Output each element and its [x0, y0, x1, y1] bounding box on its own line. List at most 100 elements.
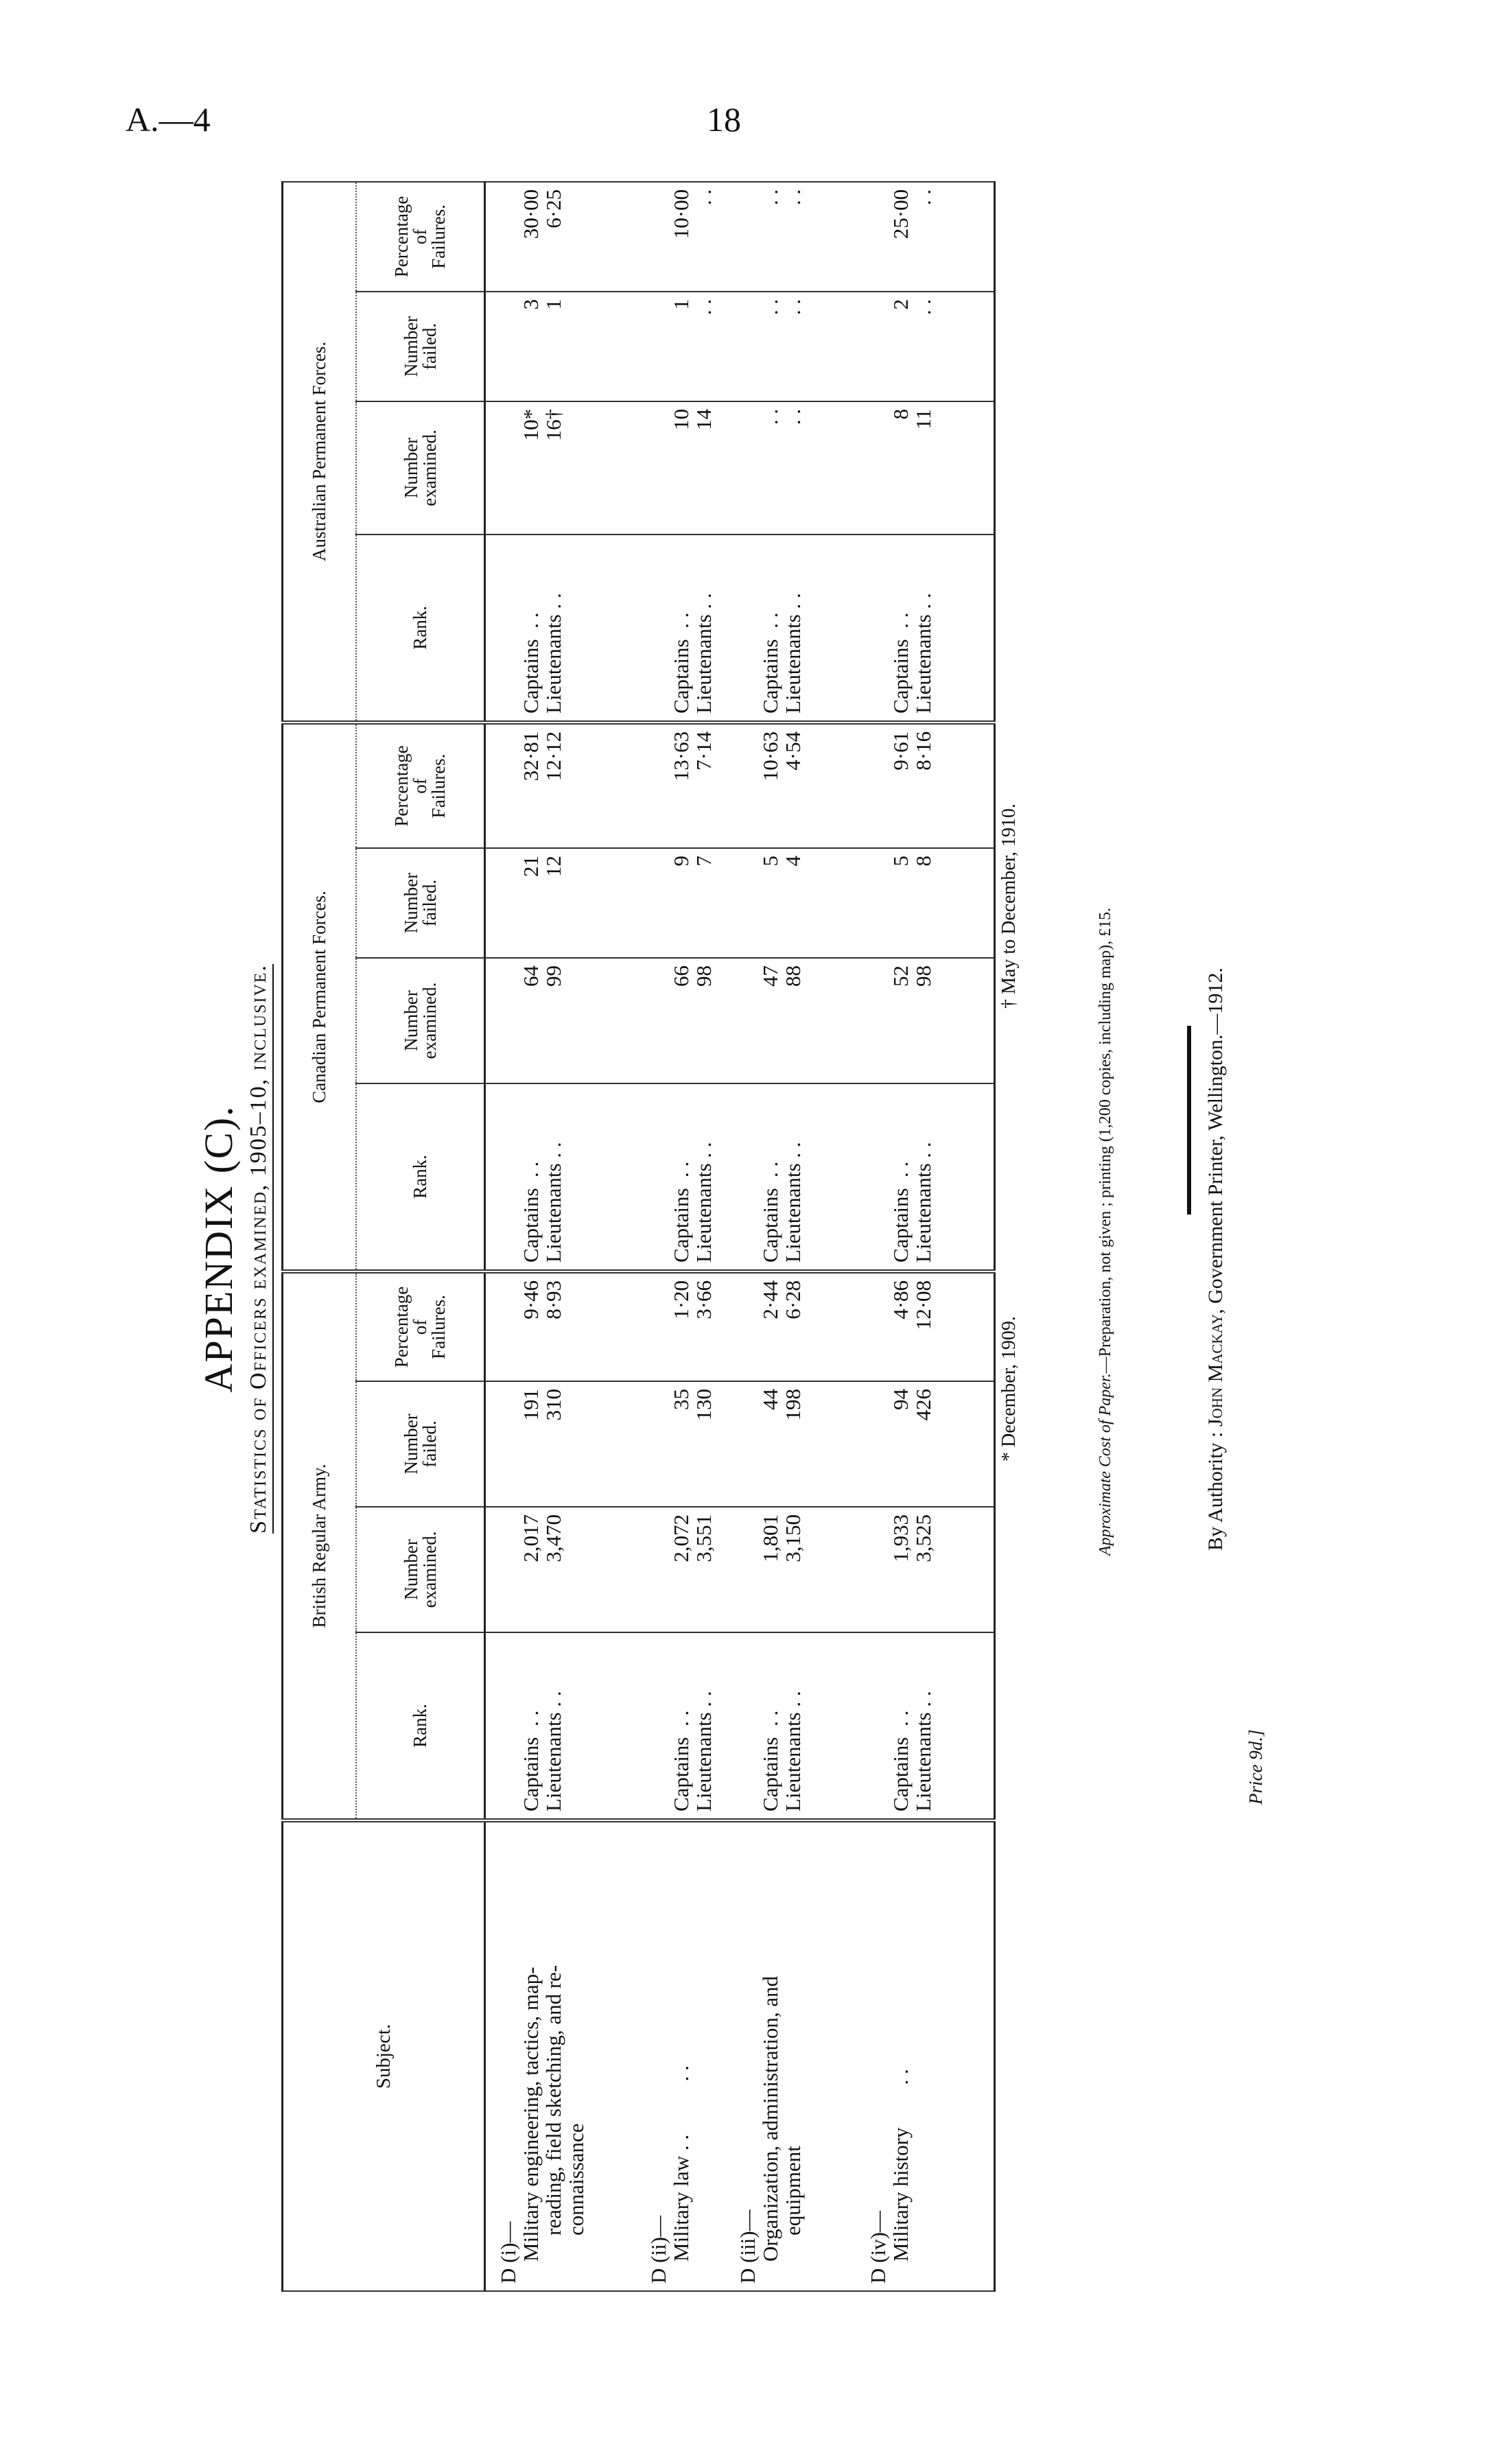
british-percentage-value: 9·46: [519, 1280, 543, 1319]
subject-header: Subject.: [282, 1820, 485, 2291]
canadian-rank-value: Lieutenants . .: [691, 1142, 716, 1263]
australian-failed-cell: 1. .: [635, 291, 725, 401]
australian-rank-value: Captains . .: [758, 612, 782, 714]
canadian-rank-cell: Captains . .Lieutenants . .: [484, 1083, 636, 1271]
british-rank-value: Captains . .: [888, 1710, 913, 1811]
british-percentage-value: 8·93: [541, 1280, 565, 1319]
british-failed-value: 310: [541, 1389, 565, 1421]
subject-line: D (iii)—: [735, 2209, 760, 2284]
australian-failed-value: . .: [911, 298, 935, 316]
australian-examined-value: 14: [691, 408, 716, 430]
subtitle-text: Statistics of Officers examined, 1905–10…: [246, 964, 274, 1534]
canadian-rank-cell: Captains . .Lieutenants . .: [635, 1083, 725, 1271]
subheader-failed: Number failed.: [356, 291, 485, 401]
page-subtitle: Statistics of Officers examined, 1905–10…: [246, 151, 274, 2347]
canadian-examined-value: 98: [691, 965, 716, 987]
cost-text: —Preparation, not given ; printing (1,20…: [1096, 907, 1114, 1374]
subheader-examined: Number examined.: [356, 401, 485, 535]
british-failed-value: 191: [519, 1389, 543, 1421]
canadian-examined-value: 99: [541, 965, 565, 987]
british-rank-value: Lieutenants . .: [911, 1691, 935, 1811]
australian-percentage-value: . .: [691, 189, 716, 206]
subheader-examined: Number examined.: [356, 1507, 485, 1632]
subject-cell: D (iii)—Organization, administration, an…: [725, 1820, 856, 2291]
canadian-examined-value: 47: [758, 965, 782, 987]
divider-rule: [1187, 1026, 1191, 1215]
subheader-percentage: Percentage of Failures.: [356, 722, 485, 848]
subheader-rank: Rank.: [356, 1083, 485, 1271]
australian-percentage-value: 10·00: [668, 189, 693, 239]
authority-prefix: By Authority :: [1204, 1427, 1227, 1551]
british-rank-value: Lieutenants . .: [691, 1691, 716, 1811]
canadian-failed-value: 5: [758, 855, 782, 867]
australian-percentage-value: 6·25: [541, 189, 565, 228]
canadian-failed-value: 7: [691, 855, 716, 867]
australian-failed-value: 1: [668, 298, 693, 310]
canadian-percentage-value: 32·81: [519, 731, 543, 782]
subject-line: D (ii)—: [646, 2215, 670, 2284]
canadian-examined-value: 64: [519, 965, 543, 987]
australian-examined-value: 10: [668, 408, 693, 430]
canadian-rank-cell: Captains . .Lieutenants . .: [725, 1083, 856, 1271]
subject-line: reading, field sketching, and re-: [541, 1964, 565, 2236]
australian-failed-value: 1: [541, 298, 565, 310]
canadian-failed-value: 12: [541, 855, 565, 877]
british-examined-value: 3,525: [911, 1514, 935, 1562]
australian-percentage-value: 25·00: [888, 189, 913, 239]
canadian-failed-value: 5: [888, 855, 913, 867]
subheader-failed: Number failed.: [356, 1381, 485, 1507]
canadian-examined-value: 98: [911, 965, 935, 987]
printer-imprint: By Authority : John Mackay, Government P…: [1204, 172, 1228, 2347]
british-examined-value: 2,017: [519, 1514, 543, 1562]
subheader-examined: Number examined.: [356, 957, 485, 1083]
canadian-rank-value: Lieutenants . .: [780, 1142, 805, 1263]
printer-name: John Mackay: [1204, 1314, 1227, 1427]
subject-line: Military history . .: [888, 2069, 913, 2262]
australian-examined-value: 11: [911, 408, 935, 430]
price: Price 9d.]: [1245, 1729, 1266, 1805]
australian-examined-value: . .: [758, 408, 782, 425]
australian-examined-cell: . .. .: [725, 401, 856, 535]
australian-rank-value: Captains . .: [519, 612, 543, 714]
australian-examined-cell: 10*16†: [484, 401, 636, 535]
australian-rank-cell: Captains . .Lieutenants . .: [635, 534, 725, 723]
australian-percentage-cell: . .. .: [725, 181, 856, 292]
british-failed-value: 198: [780, 1389, 805, 1421]
australian-examined-value: 10*: [519, 408, 543, 441]
subheader-failed: Number failed.: [356, 847, 485, 958]
british-examined-value: 3,150: [780, 1514, 805, 1562]
british-failed-value: 35: [668, 1389, 693, 1410]
group-header-canadian: Canadian Permanent Forces.: [282, 722, 356, 1271]
page-reference: A.—4: [126, 100, 211, 139]
table-row: D (i)—Military engineering, tactics, map…: [484, 181, 636, 2291]
subheader-rank: Rank.: [356, 1632, 485, 1820]
british-rank-value: Captains . .: [668, 1710, 693, 1811]
subject-cell: D (i)—Military engineering, tactics, map…: [484, 1820, 636, 2291]
subject-line: D (iv)—: [865, 2211, 890, 2284]
australian-rank-value: Captains . .: [668, 612, 693, 714]
statistics-table: Subject. British Regular Army. Canadian …: [281, 180, 996, 2292]
australian-examined-value: . .: [780, 408, 805, 425]
group-header-british: British Regular Army.: [282, 1271, 356, 1820]
canadian-percentage-value: 4·54: [780, 731, 805, 771]
page-number: 18: [707, 100, 741, 139]
british-examined-value: 2,072: [668, 1514, 693, 1562]
canadian-failed-value: 8: [911, 855, 935, 867]
australian-rank-value: Lieutenants . .: [780, 593, 805, 714]
page-title: APPENDIX (C).: [196, 1105, 241, 1393]
canadian-failed-value: 9: [668, 855, 693, 867]
cost-label: Approximate Cost of Paper.: [1096, 1373, 1114, 1556]
australian-percentage-value: 30·00: [519, 189, 543, 239]
british-examined-value: 1,801: [758, 1514, 782, 1562]
canadian-percentage-value: 9·61: [888, 731, 913, 771]
